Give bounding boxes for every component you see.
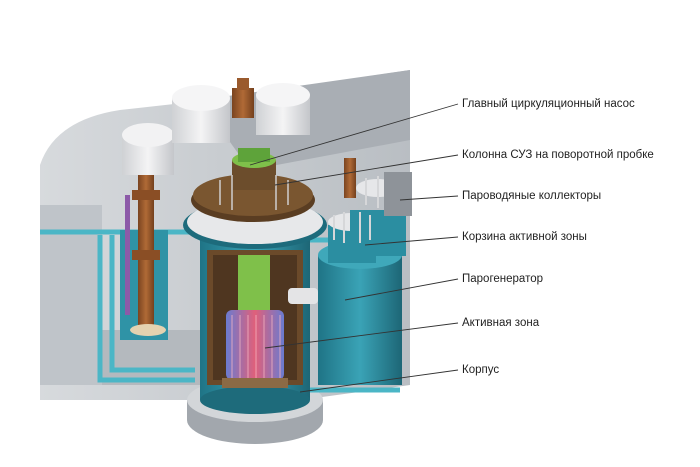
- pump-domes: [122, 78, 310, 175]
- label-cps-column: Колонна СУЗ на поворотной пробке: [462, 149, 654, 161]
- label-core-basket: Корзина активной зоны: [462, 231, 587, 243]
- leader-steam-water-collectors: [399, 195, 459, 201]
- left-pump-shaft: [120, 150, 168, 340]
- label-steam-water-collectors: Пароводяные коллекторы: [462, 190, 602, 202]
- leader-active-core: [264, 322, 459, 349]
- leader-core-basket: [364, 236, 459, 246]
- vessel-head: [183, 148, 327, 304]
- leader-vessel: [299, 369, 459, 393]
- leader-steam-generator: [344, 278, 459, 301]
- label-vessel: Корпус: [462, 364, 500, 376]
- label-steam-generator: Парогенератор: [462, 273, 544, 285]
- leader-cps-column: [274, 154, 459, 186]
- core-assembly: [222, 255, 288, 388]
- label-active-core: Активная зона: [462, 317, 540, 329]
- leader-lines: [249, 103, 459, 393]
- leader-main-pump: [249, 103, 459, 166]
- label-main-pump: Главный циркуляционный насос: [462, 98, 635, 110]
- steam-generator-unit: [318, 158, 412, 385]
